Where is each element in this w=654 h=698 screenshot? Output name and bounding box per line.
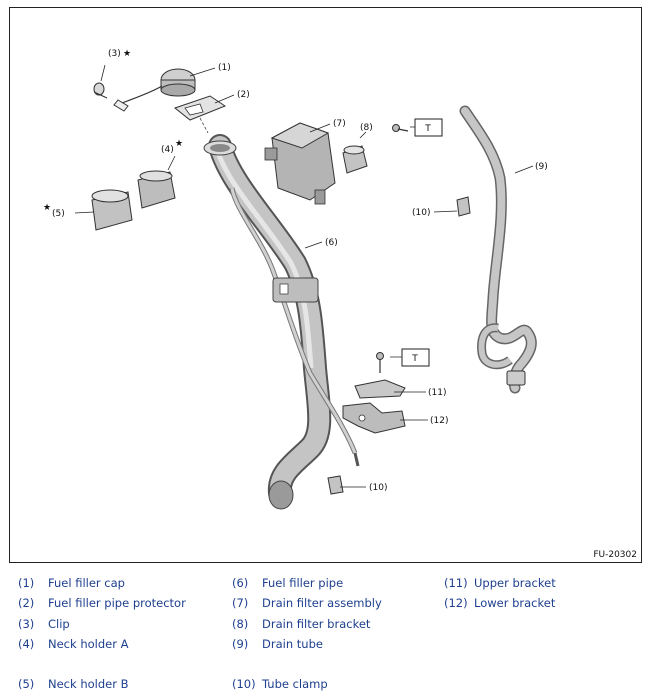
legend-text: Lower bracket xyxy=(474,596,556,610)
fuel-filler-cap xyxy=(121,68,196,104)
legend-number: (8) xyxy=(232,617,249,631)
tube-clamp-lower xyxy=(327,452,360,495)
legend-number: (10) xyxy=(232,677,256,691)
exploded-view-drawing: T T xyxy=(43,49,548,510)
tube-clamp-upper xyxy=(456,196,471,217)
legend-text: Fuel filler pipe protector xyxy=(48,596,186,610)
legend-text: Clip xyxy=(48,617,70,631)
callout-10-upper: (10) xyxy=(412,208,430,218)
bolt xyxy=(392,124,415,132)
legend-text: Upper bracket xyxy=(474,576,556,590)
star-4: ★ xyxy=(175,139,183,149)
torque-label: T xyxy=(424,124,431,134)
legend-text: Fuel filler cap xyxy=(48,576,125,590)
drain-tube xyxy=(459,105,537,394)
callout-6: (6) xyxy=(325,238,338,248)
callout-2: (2) xyxy=(237,90,250,100)
legend-item: (2) Fuel filler pipe protector xyxy=(18,596,186,610)
legend-number: (7) xyxy=(232,596,249,610)
callout-labels: (1) (2) (3) ★ (4) ★ (5) ★ (6) (7) (8) (9… xyxy=(43,49,548,493)
legend-number: (6) xyxy=(232,576,249,590)
legend-number: (12) xyxy=(444,596,468,610)
callout-12: (12) xyxy=(430,416,448,426)
legend-text: Neck holder B xyxy=(48,677,129,691)
torque-label-lower: T xyxy=(411,354,418,364)
callout-7: (7) xyxy=(333,119,346,129)
star-5: ★ xyxy=(43,203,51,213)
star-3: ★ xyxy=(123,49,131,59)
parts-legend: (1) Fuel filler cap (2) Fuel filler pipe… xyxy=(0,568,654,698)
legend-number: (5) xyxy=(18,677,35,691)
callout-5: (5) xyxy=(52,209,65,219)
legend-item: (12) Lower bracket xyxy=(444,596,555,610)
legend-text: Drain filter assembly xyxy=(262,596,382,610)
legend-number: (2) xyxy=(18,596,35,610)
callout-4: (4) xyxy=(161,145,174,155)
legend-item: (6) Fuel filler pipe xyxy=(232,576,343,590)
callout-11: (11) xyxy=(428,388,446,398)
torque-box-lower: T xyxy=(401,348,430,367)
lower-bracket xyxy=(342,402,406,434)
legend-number: (9) xyxy=(232,637,249,651)
drain-filter-assembly xyxy=(264,122,336,205)
parts-diagram: T T xyxy=(9,7,642,563)
callout-8: (8) xyxy=(360,123,373,133)
leader-lines xyxy=(74,64,534,488)
neck-holder-b xyxy=(91,189,133,231)
legend-number: (1) xyxy=(18,576,35,590)
callout-3: (3) xyxy=(108,49,121,59)
legend-item: (5) Neck holder B xyxy=(18,677,128,691)
legend-item: (4) Neck holder A xyxy=(18,637,128,651)
callout-1: (1) xyxy=(218,63,231,73)
callout-9: (9) xyxy=(535,162,548,172)
legend-number: (3) xyxy=(18,617,35,631)
figure-id: FU-20302 xyxy=(593,550,637,560)
fuel-filler-pipe-protector xyxy=(173,95,227,134)
drain-filter-bracket xyxy=(342,145,368,174)
neck-holder-a xyxy=(137,170,176,209)
clip xyxy=(93,82,129,112)
torque-box: T xyxy=(414,118,443,137)
callout-10-lower: (10) xyxy=(369,483,387,493)
legend-item: (8) Drain filter bracket xyxy=(232,617,370,631)
legend-item: (9) Drain tube xyxy=(232,637,323,651)
legend-text: Fuel filler pipe xyxy=(262,576,344,590)
legend-text: Neck holder A xyxy=(48,637,129,651)
legend-item: (1) Fuel filler cap xyxy=(18,576,125,590)
legend-text: Drain filter bracket xyxy=(262,617,371,631)
legend-number: (4) xyxy=(18,637,35,651)
legend-item: (11) Upper bracket xyxy=(444,576,556,590)
legend-text: Drain tube xyxy=(262,637,323,651)
legend-text: Tube clamp xyxy=(262,677,328,691)
upper-bracket xyxy=(354,379,406,399)
legend-item: (10) Tube clamp xyxy=(232,677,328,691)
bolt-lower xyxy=(376,352,403,373)
legend-number: (11) xyxy=(444,576,468,590)
legend-item: (3) Clip xyxy=(18,617,70,631)
legend-item: (7) Drain filter assembly xyxy=(232,596,382,610)
fuel-filler-pipe xyxy=(203,134,358,510)
